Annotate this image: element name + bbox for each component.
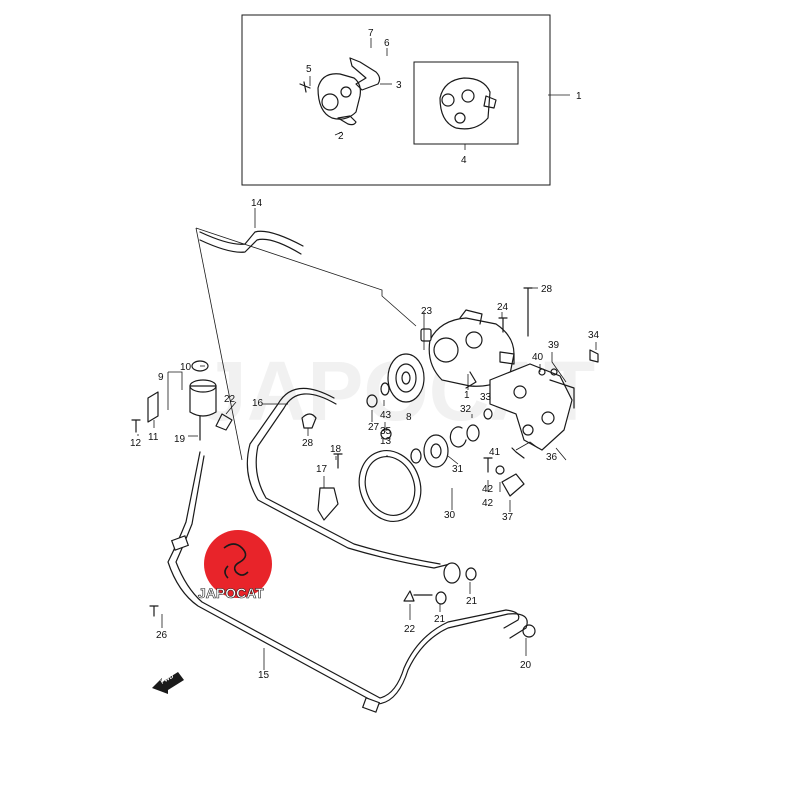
leader-2 [334,131,343,136]
callout-10: 10 [180,362,192,373]
spacer-32 [466,424,480,442]
washer-27 [366,394,378,408]
leader-14-ref-a [195,227,243,461]
callout-22: 22 [404,624,416,635]
logo-text: JAPOCAT [198,585,264,601]
callout-33: 33 [480,392,492,403]
callout-29: 28 [541,284,553,295]
drive-belt-13-inner [364,456,416,516]
callout-41: 42 [482,484,494,495]
callout-21a: 21 [434,614,446,625]
pulley-31-hub [430,443,442,459]
inset-frame [241,14,551,186]
callout-17: 17 [316,464,328,475]
callout-37: 37 [502,512,514,523]
callout-8: 8 [406,412,412,423]
callout-3: 3 [396,80,402,91]
callout-28: 28 [302,438,314,449]
union-nut [443,562,461,584]
callout-39: 40 [532,352,544,363]
callout-9: 9 [158,372,164,383]
callout-36: 36 [546,452,558,463]
power-steering-pump-drawing [387,309,515,403]
callout-26: 26 [156,630,168,641]
pump-bracket-drawing [489,363,575,451]
callout-24: 23 [421,306,433,317]
leaders [137,287,597,670]
hose-clamp-a [170,535,190,551]
callouts: 1 2 3 4 5 6 7 14 1 23 24 28 34 39 40 36 … [130,28,600,681]
return-hose-15-edge [175,455,520,699]
callout-34: 34 [588,330,600,341]
hose-14-edge [199,238,302,255]
callout-5: 5 [306,64,312,75]
brand-logo: JAPOCAT [198,530,272,601]
callout-2: 2 [338,131,344,142]
callout-43: 43 [380,410,392,421]
callout-15: 15 [258,670,270,681]
callout-7: 7 [368,28,374,39]
leader-14-ref-b [195,227,417,327]
callout-38: 39 [548,340,560,351]
callout-32: 32 [460,404,472,415]
callout-14: 14 [251,198,263,209]
callout-1-top: 1 [576,91,582,102]
washer-31b [410,448,422,464]
callout-42: 42 [482,498,494,509]
hose-clamp-b [361,697,381,713]
callout-25: 24 [497,302,509,313]
inset-cover-drawing [439,77,497,130]
callout-6: 6 [384,38,390,49]
callout-11: 11 [148,432,159,443]
callout-30: 30 [444,510,456,521]
callout-27: 27 [368,422,380,433]
callout-16: 16 [252,398,264,409]
callout-20: 20 [520,660,532,671]
pressure-hose-16 [246,387,451,569]
callout-1: 1 [464,390,470,401]
callout-13: 13 [380,436,392,447]
reservoir-drawing [147,360,233,441]
callout-31: 31 [452,464,464,475]
callout-35: 35 [380,426,392,437]
hose-14 [199,230,304,247]
callout-18: 18 [330,444,342,455]
callout-4: 4 [461,155,467,166]
logo-fish-icon [223,543,249,579]
pressure-hose-16-edge [255,393,441,565]
return-hose-15 [167,451,528,705]
inset-pump-drawing [299,57,381,126]
fasteners [131,287,599,617]
callout-12: 12 [130,438,142,449]
pulley-31 [423,434,449,468]
callout-23: 22 [224,394,236,405]
clamp-20 [522,624,536,638]
snap-ring-33 [449,426,467,448]
inset-subframe [413,61,519,145]
washer-33 [483,408,493,420]
callout-19: 19 [174,434,186,445]
drive-belt-13 [358,450,422,522]
callout-21b: 21 [466,596,478,607]
callout-40: 41 [489,447,501,458]
washer-43 [380,382,390,396]
fwd-arrow-icon: FWD [152,672,184,694]
